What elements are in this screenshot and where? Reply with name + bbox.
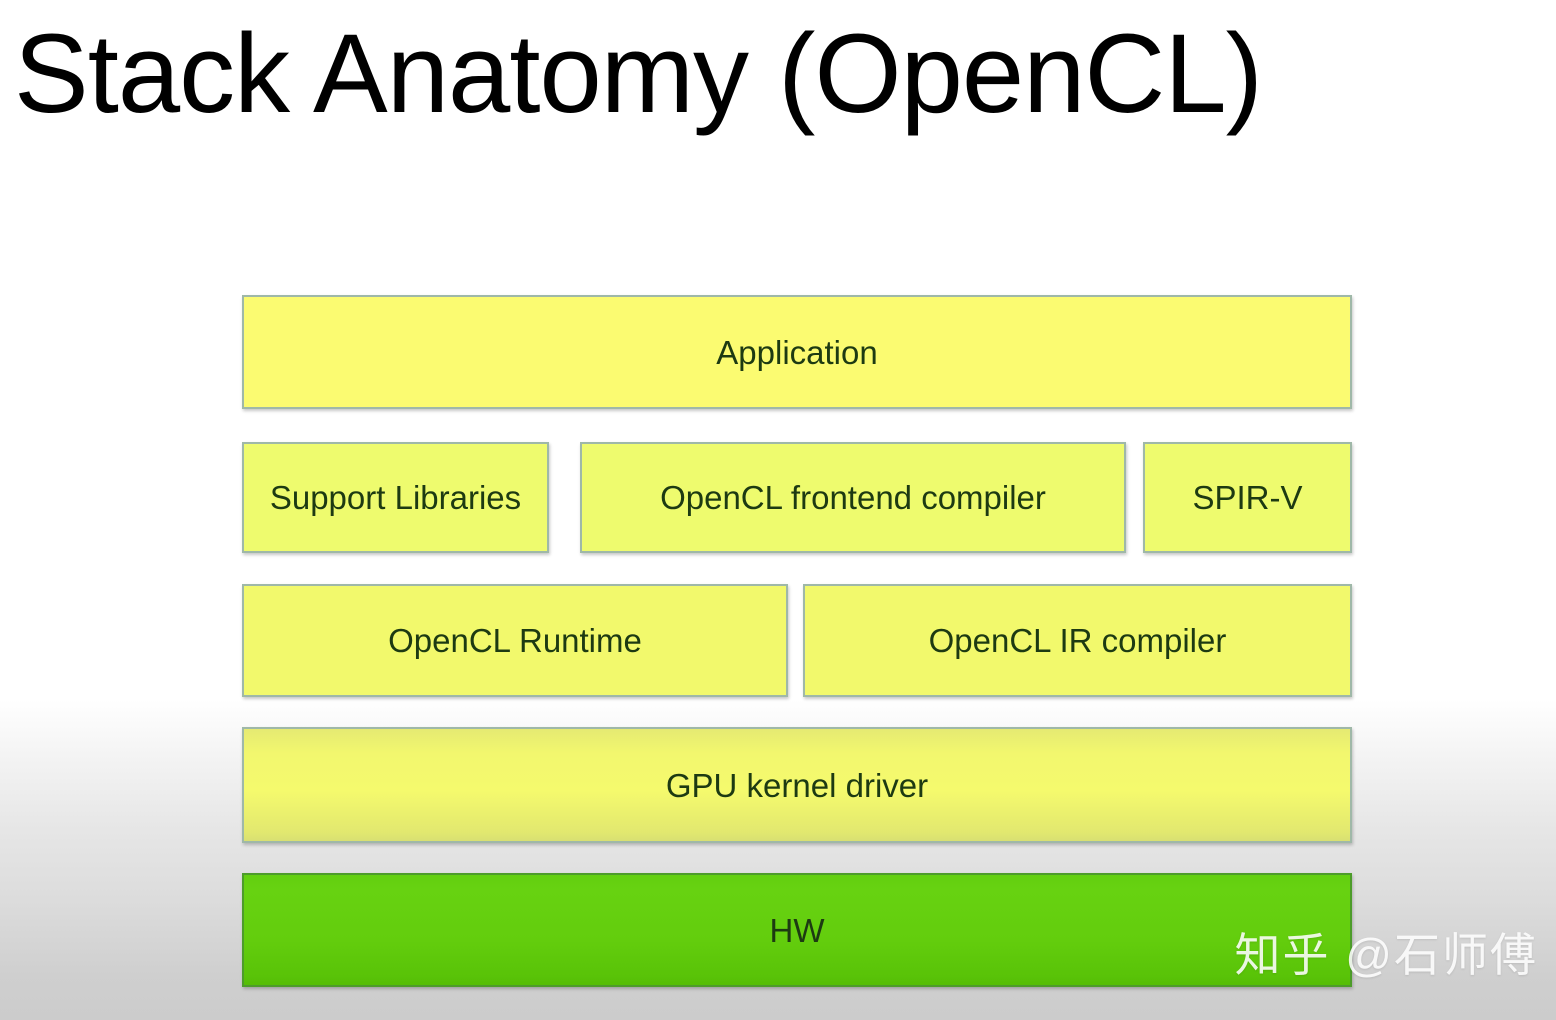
box-gpu-kernel-driver[interactable]: GPU kernel driver: [242, 727, 1352, 843]
box-opencl-frontend-compiler[interactable]: OpenCL frontend compiler: [580, 442, 1126, 553]
diagram-row-driver: GPU kernel driver: [242, 727, 1352, 843]
row-gap: [1126, 442, 1143, 553]
box-application[interactable]: Application: [242, 295, 1352, 409]
diagram-row-runtime: OpenCL Runtime OpenCL IR compiler: [242, 584, 1352, 697]
diagram-row-application: Application: [242, 295, 1352, 409]
box-spir-v[interactable]: SPIR-V: [1143, 442, 1352, 553]
box-hw[interactable]: HW: [242, 873, 1352, 987]
box-opencl-runtime[interactable]: OpenCL Runtime: [242, 584, 788, 697]
box-support-libraries[interactable]: Support Libraries: [242, 442, 549, 553]
row-gap: [788, 584, 803, 697]
page-title: Stack Anatomy (OpenCL): [14, 11, 1263, 136]
stack-anatomy-diagram: Application Support Libraries OpenCL fro…: [242, 295, 1352, 987]
diagram-row-tooling: Support Libraries OpenCL frontend compil…: [242, 442, 1352, 553]
diagram-row-hardware: HW: [242, 873, 1352, 987]
box-opencl-ir-compiler[interactable]: OpenCL IR compiler: [803, 584, 1352, 697]
row-gap: [549, 442, 580, 553]
